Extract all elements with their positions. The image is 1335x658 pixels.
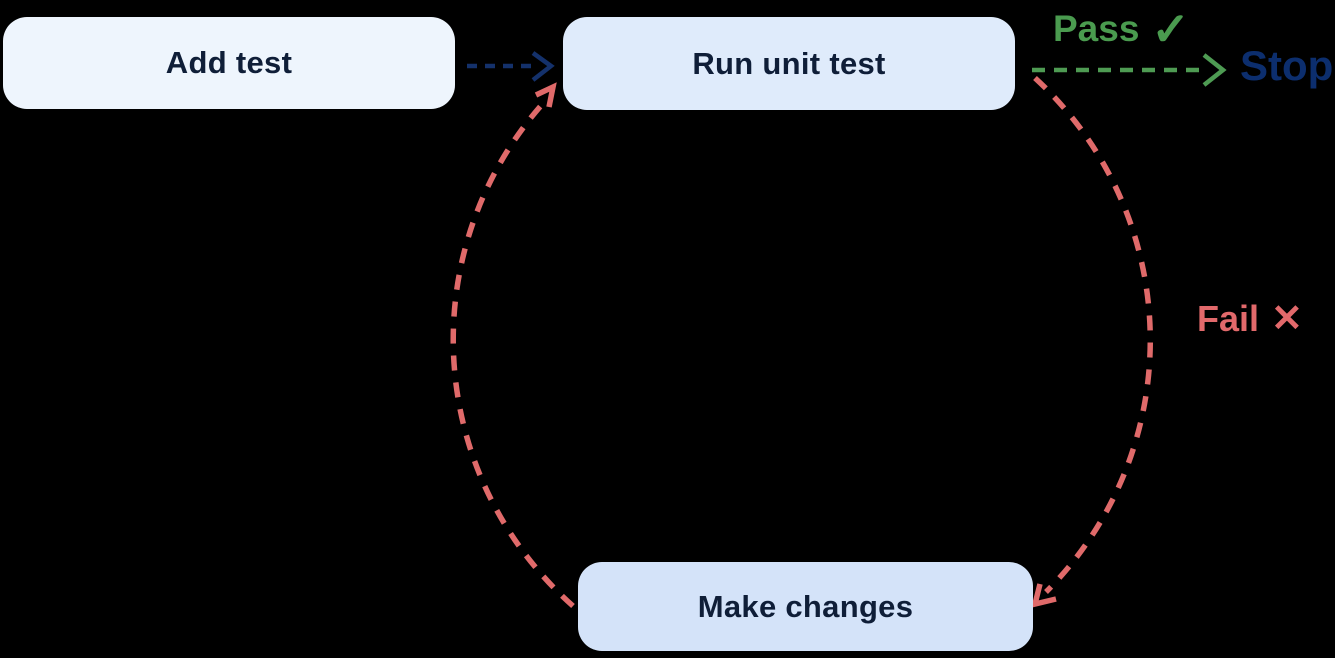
- edge-make-to-run: [450, 82, 575, 609]
- node-run-unit-test: Run unit test: [563, 17, 1015, 110]
- edge-run-to-make: [1031, 75, 1154, 608]
- pass-text: Pass: [1053, 8, 1140, 49]
- stop-text: Stop: [1240, 42, 1334, 89]
- node-add-test-label: Add test: [165, 45, 293, 80]
- arrowhead-right-icon: [1202, 53, 1227, 87]
- edge-add-to-run: [467, 51, 555, 82]
- fail-label: Fail ✕: [1197, 298, 1303, 340]
- arrowhead-up-right-icon: [534, 82, 557, 108]
- check-icon: ✓: [1151, 3, 1190, 55]
- arrowhead-right-icon: [531, 51, 555, 82]
- stop-label: Stop: [1240, 42, 1333, 90]
- node-make-changes: Make changes: [578, 562, 1033, 651]
- fail-text: Fail: [1197, 298, 1260, 339]
- node-run-unit-test-label: Run unit test: [692, 45, 886, 81]
- arrowhead-down-left-icon: [1031, 583, 1057, 608]
- pass-label: Pass ✓: [1053, 6, 1190, 52]
- node-make-changes-label: Make changes: [697, 588, 914, 624]
- cross-icon: ✕: [1271, 298, 1303, 340]
- node-add-test: Add test: [3, 17, 455, 109]
- edge-run-to-stop: [1032, 53, 1227, 87]
